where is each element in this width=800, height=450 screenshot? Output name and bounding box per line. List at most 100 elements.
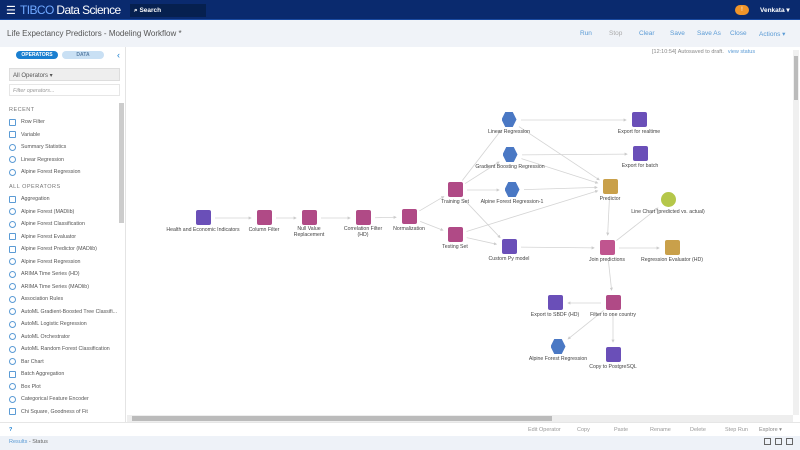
- filter-operators-input[interactable]: Filter operators...: [9, 84, 120, 96]
- operator-item[interactable]: Chi Square, Goodness of Fit: [9, 407, 88, 417]
- operator-item[interactable]: Association Rules: [9, 294, 63, 304]
- results-link[interactable]: Results: [9, 439, 28, 445]
- workflow-node-lc[interactable]: Line Chart (predicted vs. actual): [618, 192, 718, 215]
- operator-item[interactable]: Summary Statistics: [9, 142, 66, 152]
- paste-button[interactable]: Paste: [614, 427, 629, 433]
- edge-test-pred: [466, 190, 599, 232]
- workflow-node-afr[interactable]: Alpine Forest Regression: [508, 339, 608, 362]
- workflow-node-f1[interactable]: Filter to one country: [563, 295, 663, 318]
- notification-badge[interactable]: !: [735, 5, 749, 15]
- workflow-node-exb[interactable]: Export for batch: [590, 146, 690, 169]
- workflow-node-src[interactable]: Health and Economic Indicators: [153, 210, 253, 233]
- canvas-horizontal-scrollbar[interactable]: [127, 415, 793, 422]
- tab-operators[interactable]: OPERATORS: [16, 51, 58, 59]
- workflow-node-pred[interactable]: Predictor: [560, 179, 660, 202]
- canvas-vertical-scrollbar[interactable]: [793, 50, 799, 415]
- edge-train-gbr: [464, 161, 500, 184]
- operator-item[interactable]: Linear Regression: [9, 155, 64, 165]
- run-button[interactable]: Run: [580, 30, 592, 37]
- help-icon[interactable]: ?: [9, 427, 13, 433]
- operator-icon: [9, 370, 16, 378]
- hamburger-menu-icon[interactable]: ☰: [6, 5, 16, 17]
- clear-button[interactable]: Clear: [639, 30, 655, 37]
- workflow-node-gbr[interactable]: Gradient Boosting Regression: [460, 147, 560, 170]
- operator-icon: [9, 283, 16, 290]
- operator-item[interactable]: AutoML Orchestrator: [9, 332, 70, 342]
- sidebar-scrollbar[interactable]: [119, 103, 124, 223]
- minimize-panel-icon[interactable]: [764, 438, 771, 445]
- operator-item[interactable]: AutoML Gradient-Boosted Tree Classifi...: [9, 307, 117, 317]
- workflow-node-train[interactable]: Training Set: [405, 182, 505, 205]
- operator-item[interactable]: Box Plot: [9, 382, 41, 392]
- edge-gbr-pred: [521, 158, 599, 184]
- workflow-node-afr1[interactable]: Alpine Forest Regression-1: [462, 182, 562, 205]
- workflow-node-join[interactable]: Join predictions: [557, 240, 657, 263]
- operator-item[interactable]: Alpine Forest (MADlib): [9, 207, 74, 217]
- operator-item[interactable]: Alpine Forest Regression: [9, 167, 80, 177]
- edge-lr-pred: [518, 126, 600, 181]
- operators-sidebar: OPERATORS DATA ‹ All Operators ▾ Filter …: [0, 47, 126, 425]
- operator-icon: [9, 308, 16, 315]
- operator-item[interactable]: Variable: [9, 130, 40, 140]
- maximize-panel-icon[interactable]: [786, 438, 793, 445]
- workflow-node-test[interactable]: Testing Set: [405, 227, 505, 250]
- search-icon: ⌕: [134, 7, 140, 14]
- operator-icon: [447, 227, 463, 242]
- operator-category-select[interactable]: All Operators ▾: [9, 68, 120, 81]
- edit-operator-button[interactable]: Edit Operator: [528, 427, 561, 433]
- stop-button[interactable]: Stop: [609, 30, 623, 37]
- operator-item[interactable]: Bar Chart: [9, 357, 44, 367]
- collapse-sidebar-icon[interactable]: ‹: [117, 50, 120, 60]
- search-input[interactable]: ⌕ Search: [130, 4, 206, 17]
- workflow-node-lr[interactable]: Linear Regression: [459, 112, 559, 135]
- operator-icon: [447, 182, 463, 197]
- operator-item[interactable]: Categorical Feature Encoder: [9, 394, 89, 404]
- tab-data[interactable]: DATA: [62, 51, 104, 59]
- explore-menu[interactable]: Explore ▾: [759, 427, 782, 433]
- operator-icon: [9, 156, 16, 163]
- operator-item[interactable]: AutoML Random Forest Classification: [9, 344, 110, 354]
- operator-icon: [9, 320, 16, 328]
- operator-item[interactable]: Aggregation: [9, 194, 50, 204]
- edge-norm-test: [420, 221, 444, 231]
- operator-item[interactable]: Alpine Forest Classification: [9, 219, 85, 229]
- save-as-button[interactable]: Save As: [697, 30, 721, 37]
- workflow-node-reval[interactable]: Regression Evaluator (HD): [622, 240, 722, 263]
- operator-item[interactable]: Row Filter: [9, 117, 45, 127]
- operator-item[interactable]: ARIMA Time Series (MADlib): [9, 282, 89, 292]
- save-button[interactable]: Save: [670, 30, 685, 37]
- edge-test-py: [466, 237, 498, 246]
- operator-icon: [502, 147, 518, 162]
- copy-button[interactable]: Copy: [577, 427, 590, 433]
- workflow-node-py[interactable]: Custom Py model: [459, 239, 559, 262]
- workflow-node-norm[interactable]: Normalization: [359, 209, 459, 232]
- actions-menu[interactable]: Actions ▾: [759, 31, 786, 38]
- page-title: Life Expectancy Predictors - Modeling Wo…: [7, 29, 182, 38]
- operator-icon: [401, 209, 417, 224]
- workflow-node-corr[interactable]: Correlation Filter (HD): [313, 210, 413, 239]
- workflow-node-colf[interactable]: Column Filter: [214, 210, 314, 233]
- operator-item[interactable]: ARIMA Time Series (HD): [9, 269, 80, 279]
- view-status-link[interactable]: view status: [727, 49, 756, 55]
- workflow-node-exrt[interactable]: Export for realtime: [589, 112, 689, 135]
- workflow-node-nvr[interactable]: Null Value Replacement: [259, 210, 359, 239]
- logo: TIBCO Data Science: [20, 3, 121, 17]
- operator-item[interactable]: Alpine Forest Evaluator: [9, 232, 76, 242]
- operator-icon: [9, 408, 16, 415]
- user-menu[interactable]: Venkata ▾: [760, 7, 790, 14]
- step-run-button[interactable]: Step Run: [725, 427, 748, 433]
- operator-item[interactable]: AutoML Logistic Regression: [9, 319, 87, 329]
- operator-icon: [504, 182, 520, 197]
- operator-item[interactable]: Alpine Forest Predictor (MADlib): [9, 244, 97, 254]
- operator-item[interactable]: Alpine Forest Regression: [9, 257, 80, 267]
- operator-icon: [602, 179, 618, 194]
- workflow-node-pg[interactable]: Copy to PostgreSQL: [563, 347, 663, 370]
- delete-button[interactable]: Delete: [690, 427, 706, 433]
- workflow-node-sbdf[interactable]: Export to SBDF (HD): [505, 295, 605, 318]
- rename-button[interactable]: Rename: [650, 427, 671, 433]
- operator-item[interactable]: Batch Aggregation: [9, 369, 64, 379]
- close-button[interactable]: Close: [730, 30, 747, 37]
- restore-panel-icon[interactable]: [775, 438, 782, 445]
- status-link[interactable]: Status: [32, 439, 48, 445]
